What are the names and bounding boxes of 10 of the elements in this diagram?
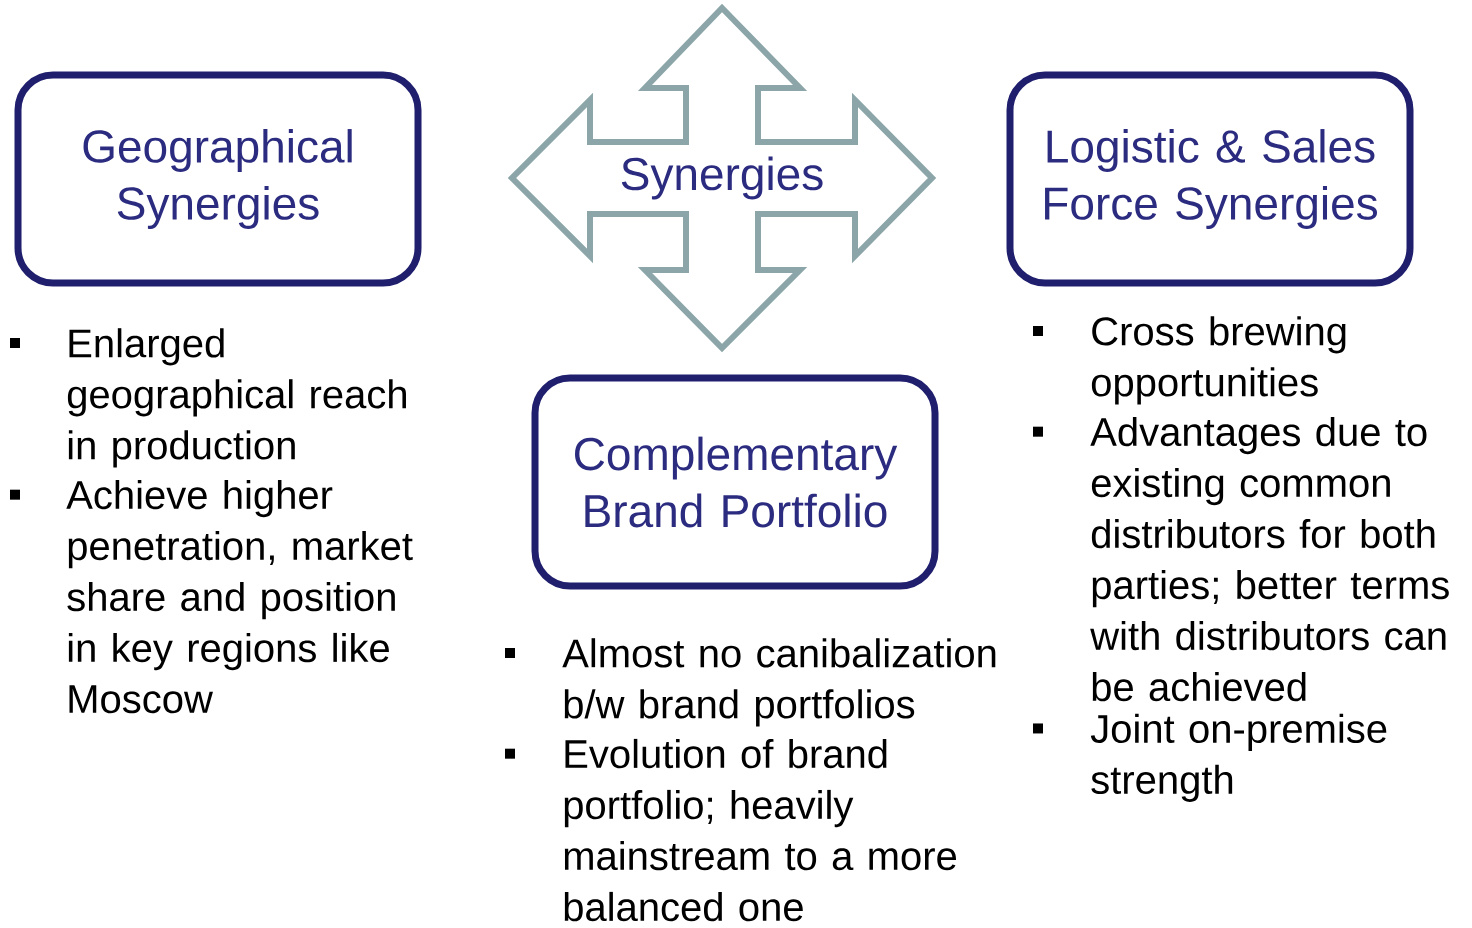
rounded-box: Logistic & Sales Force Synergies bbox=[1006, 71, 1414, 287]
bullet-text: Joint on-premise strength bbox=[1090, 713, 1387, 802]
bullet-text: Achieve higher penetration, market share and position in key regions like Moscow bbox=[66, 479, 413, 714]
bullet-text: Advantages due to existing common distributors for both parties; better terms with distributors can be achieved bbox=[1090, 416, 1449, 702]
bullet-text: Evolution of brand portfolio; heavily mainstream to a more balanced one bbox=[564, 738, 957, 922]
rounded-box: Complementary Brand Portfolio bbox=[531, 374, 939, 590]
bullet-text: Almost no canibalization b/w brand portfolios bbox=[562, 638, 996, 727]
bullet-text: Cross brewing opportunities bbox=[1091, 316, 1346, 405]
rounded-box: Geographical Synergies bbox=[14, 71, 422, 287]
bullet-text: Enlarged geographical reach in production bbox=[67, 328, 406, 468]
